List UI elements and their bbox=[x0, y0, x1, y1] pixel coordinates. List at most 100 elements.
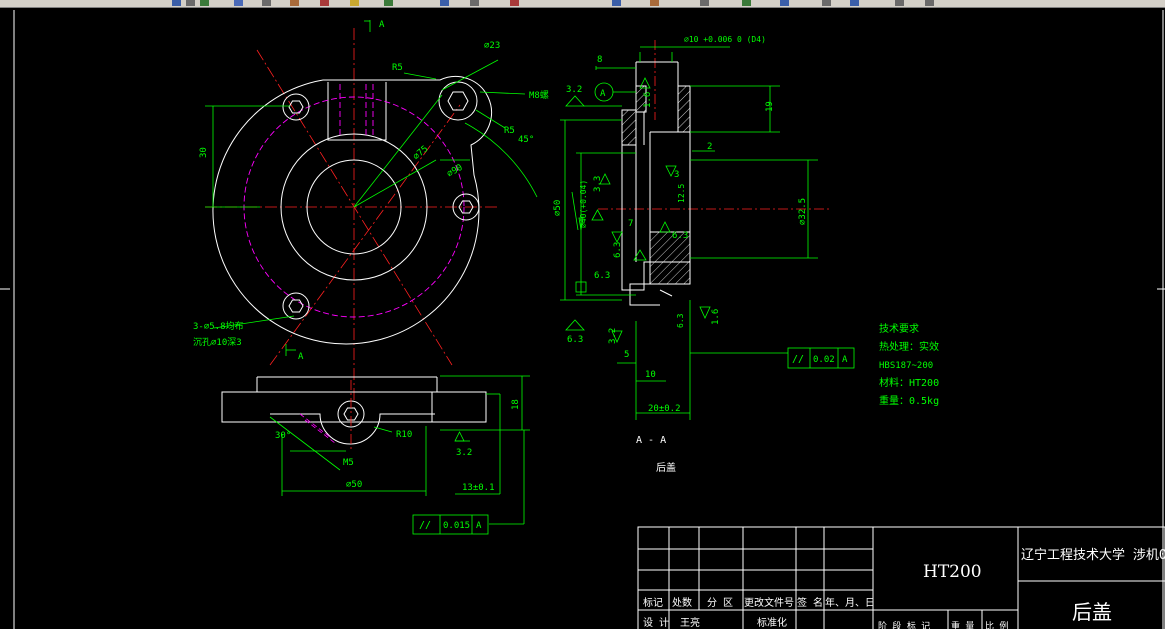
technical-notes: 技术要求 热处理：实效 HBS187~200 材料：HT200 重量：0.5kg bbox=[879, 322, 939, 407]
dim-45deg: 45° bbox=[518, 135, 534, 145]
notes-line-4: 重量：0.5kg bbox=[879, 394, 939, 407]
toolbar-icon[interactable] bbox=[650, 0, 659, 6]
toolbar-icon[interactable] bbox=[290, 0, 299, 6]
dim-w5: 5 bbox=[624, 350, 629, 360]
toolbar-icon[interactable] bbox=[822, 0, 831, 6]
rough-1-6-b: 1.6 bbox=[711, 309, 721, 325]
front-view: A A ⌀23 R5 M8螺 R5 45° ⌀75 ⌀90 30 3-⌀5.8均… bbox=[193, 20, 549, 400]
notes-heading: 技术要求 bbox=[879, 322, 919, 335]
dim-r5-top: R5 bbox=[392, 63, 403, 73]
notes-line-2: HBS187~200 bbox=[879, 361, 933, 371]
sheet-border bbox=[0, 10, 1165, 629]
dim-w7: 7 bbox=[628, 219, 633, 229]
note-holes-1: 3-⌀5.8均布 bbox=[193, 320, 244, 332]
tb-header-zone: 分 区 bbox=[707, 597, 733, 609]
tb-row-stage: 阶 段 标 记 bbox=[878, 620, 930, 629]
tb-row-name: 王亮 bbox=[680, 616, 700, 629]
tb-header-date: 年、月、日 bbox=[825, 596, 875, 609]
notes-line-3: 材料：HT200 bbox=[879, 376, 939, 389]
tb-header-count: 处数 bbox=[672, 596, 692, 609]
rough-3-2-left: 3.2 bbox=[566, 85, 582, 95]
toolbar-icon[interactable] bbox=[470, 0, 479, 6]
dim-d23: ⌀23 bbox=[484, 41, 500, 51]
toolbar-icon[interactable] bbox=[262, 0, 271, 6]
cad-toolbar bbox=[0, 0, 1165, 8]
dim-top-hole: ⌀10 +0.006 0 (D4) bbox=[684, 35, 766, 44]
toolbar-icon[interactable] bbox=[742, 0, 751, 6]
dim-h19: 19 bbox=[765, 101, 775, 112]
dim-d2: 2 bbox=[707, 142, 712, 152]
dim-m5: M5 bbox=[343, 458, 354, 468]
rough-6-3-e: 6.3 bbox=[676, 313, 685, 328]
toolbar-icon[interactable] bbox=[700, 0, 709, 6]
dim-r10: R10 bbox=[396, 430, 412, 440]
dim-w8: 8 bbox=[597, 55, 602, 65]
rough-3-2: 3.2 bbox=[456, 448, 472, 458]
dim-w20: 20±0.2 bbox=[648, 404, 681, 414]
tol2-symbol: // bbox=[792, 354, 804, 365]
tol2-value: 0.02 bbox=[813, 355, 835, 365]
tb-row-design: 设 计 bbox=[643, 616, 669, 629]
tb-header-sign: 签 名 bbox=[797, 596, 823, 609]
dim-d40: ⌀40(+0.04) bbox=[579, 180, 588, 228]
toolbar-icon[interactable] bbox=[780, 0, 789, 6]
dim-w3: 3 bbox=[674, 170, 679, 180]
tb-header-mark: 标记 bbox=[643, 597, 663, 609]
dim-d90: ⌀90 bbox=[446, 163, 465, 180]
note-holes-2: 沉孔⌀10深3 bbox=[193, 337, 242, 348]
toolbar-icon[interactable] bbox=[384, 0, 393, 6]
title-material: HT200 bbox=[923, 562, 982, 582]
tol-value: 0.015 bbox=[443, 521, 470, 531]
notes-line-1: 热处理：实效 bbox=[879, 340, 939, 353]
toolbar-icon[interactable] bbox=[895, 0, 904, 6]
toolbar-icon[interactable] bbox=[850, 0, 859, 6]
toolbar-icon[interactable] bbox=[172, 0, 181, 6]
dim-w10: 10 bbox=[645, 370, 656, 380]
section-title: A - A bbox=[636, 435, 666, 446]
dim-d50-bottom: ⌀50 bbox=[346, 480, 362, 490]
rough-12-5: 12.5 bbox=[677, 184, 686, 203]
title-school: 辽宁工程技术大学 涉机07-1 bbox=[1021, 547, 1165, 563]
title-part-name: 后盖 bbox=[1072, 600, 1112, 624]
title-block bbox=[637, 526, 1165, 629]
dim-r5-right: R5 bbox=[504, 126, 515, 136]
rough-3-3: 3.3 bbox=[593, 176, 603, 192]
toolbar-icon[interactable] bbox=[234, 0, 243, 6]
rough-6-3-b: 6.3 bbox=[613, 242, 623, 258]
toolbar-icon[interactable] bbox=[925, 0, 934, 6]
toolbar-icon[interactable] bbox=[320, 0, 329, 6]
dim-d50-section: ⌀50 bbox=[553, 200, 563, 216]
datum-a: A bbox=[600, 89, 606, 99]
toolbar-icon[interactable] bbox=[510, 0, 519, 6]
rough-3-2-b: 3.2 bbox=[608, 328, 618, 344]
tol-symbol: // bbox=[419, 520, 431, 531]
dim-d75: ⌀75 bbox=[412, 144, 431, 162]
tb-row-std: 标准化 bbox=[757, 616, 787, 629]
dim-30deg: 30° bbox=[275, 431, 291, 441]
dim-13: 13±0.1 bbox=[462, 483, 495, 493]
dim-h18: 18 bbox=[511, 399, 521, 410]
section-marker-top: A bbox=[379, 20, 385, 30]
dim-h30: 30 bbox=[199, 147, 209, 158]
toolbar-icon[interactable] bbox=[350, 0, 359, 6]
tb-header-docno: 更改文件号 bbox=[744, 596, 794, 609]
toolbar-icon[interactable] bbox=[440, 0, 449, 6]
tol2-datum: A bbox=[842, 355, 848, 365]
drawing-canvas[interactable]: A A ⌀23 R5 M8螺 R5 45° ⌀75 ⌀90 30 3-⌀5.8均… bbox=[0, 7, 1165, 629]
tol-datum: A bbox=[476, 521, 482, 531]
tb-row-weight: 重 量 bbox=[951, 620, 974, 629]
toolbar-icon[interactable] bbox=[186, 0, 195, 6]
rough-6-3-a: 6.3 bbox=[672, 231, 688, 241]
rough-1-6: 1.6 bbox=[643, 92, 653, 108]
dim-m8: M8螺 bbox=[529, 90, 549, 101]
rough-6-3-c: 6.3 bbox=[594, 271, 610, 281]
section-marker-bottom: A bbox=[298, 352, 304, 362]
rough-6-3-d: 6.3 bbox=[567, 335, 583, 345]
section-view: A - A 后盖 ⌀10 +0.006 0 (D4) 8 3.2 A 1.6 1… bbox=[553, 35, 855, 474]
dim-d32-5: ⌀32.5 bbox=[798, 198, 808, 225]
bottom-view: 30° R10 M5 ⌀50 18 13±0.1 3.2 // 0.015 A bbox=[221, 375, 530, 535]
section-view-name: 后盖 bbox=[656, 461, 676, 474]
toolbar-icon[interactable] bbox=[612, 0, 621, 6]
toolbar-icon[interactable] bbox=[200, 0, 209, 6]
tb-row-scale: 比 例 bbox=[985, 620, 1008, 629]
